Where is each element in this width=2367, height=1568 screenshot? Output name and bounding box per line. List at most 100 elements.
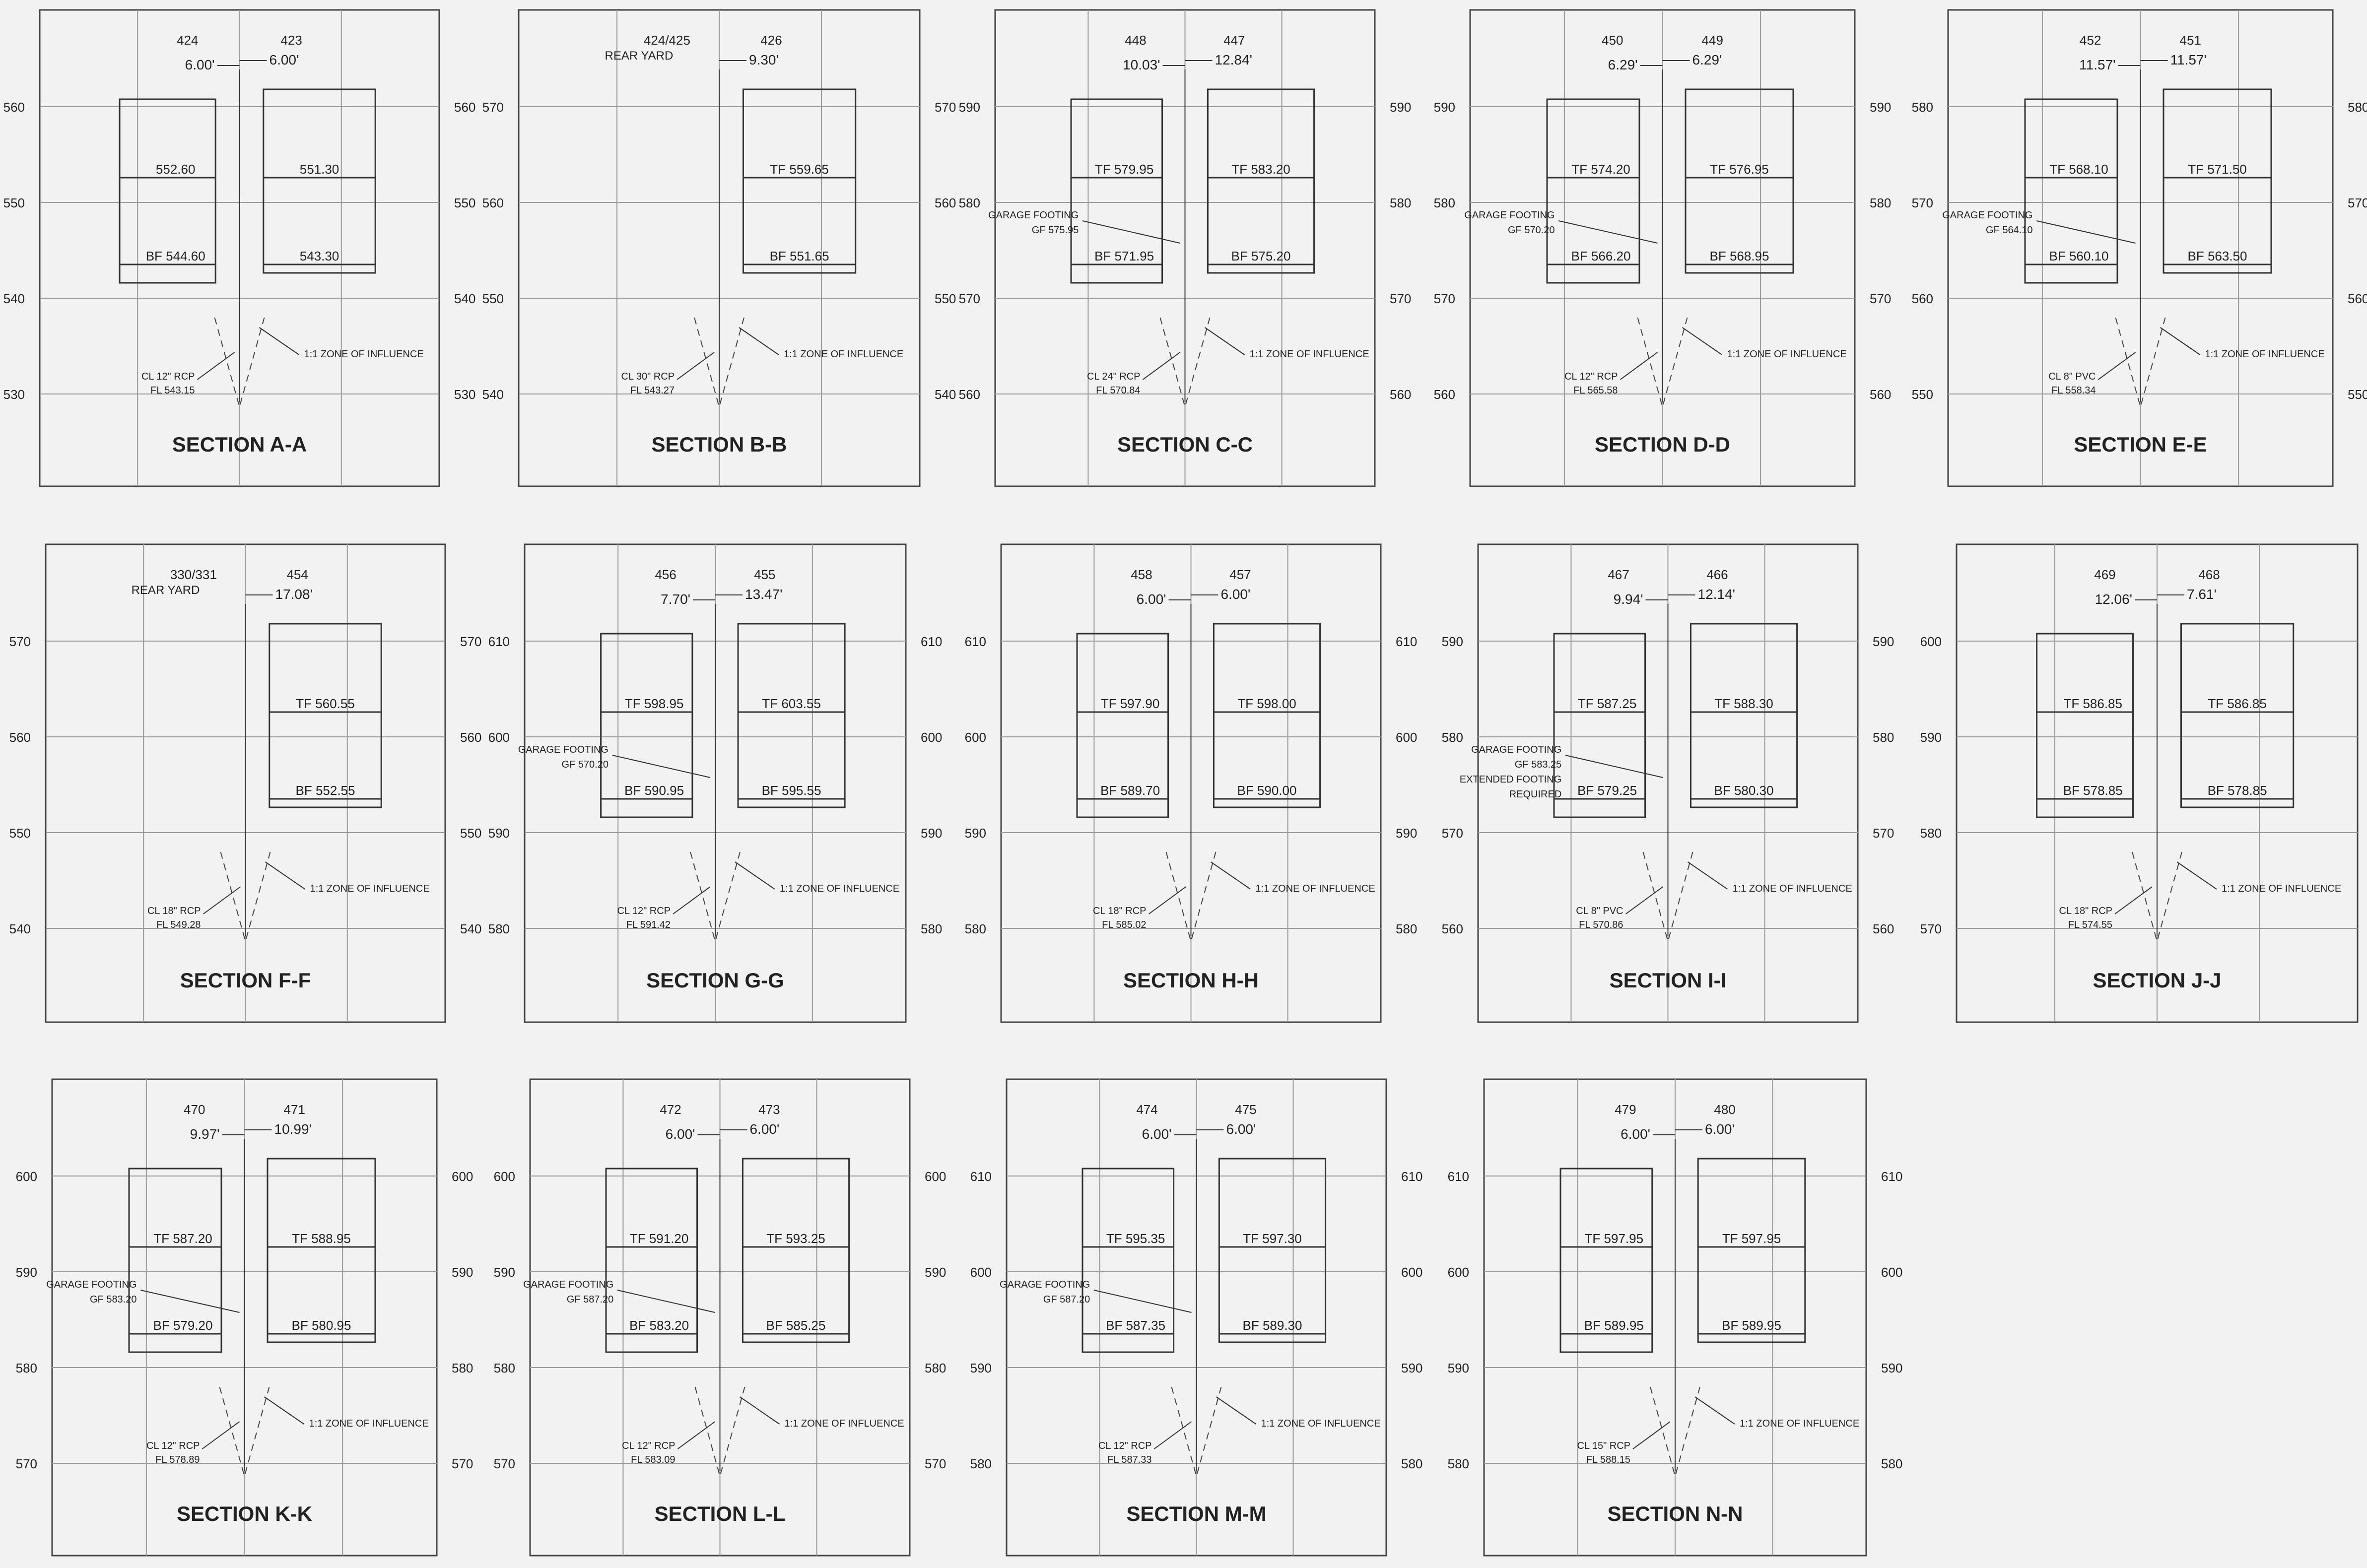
footing-elevation-label: TF 586.85 <box>2208 696 2267 711</box>
elevation-label-left: 610 <box>1448 1169 1469 1184</box>
elevation-label-right: 590 <box>921 826 942 841</box>
footing-elevation-label: TF 597.90 <box>1101 696 1160 711</box>
elevation-label-left: 570 <box>1920 921 1942 936</box>
house-pad-right <box>1685 88 1794 274</box>
elevation-label-right: 580 <box>1870 196 1891 210</box>
dimension-label: 12.06' <box>2095 591 2132 607</box>
flowline-callout: FL 591.42 <box>626 919 671 930</box>
garage-footing-note: GARAGE FOOTING <box>1464 210 1555 221</box>
elevation-label-right: 570 <box>452 1456 473 1471</box>
elevation-label-left: 610 <box>965 634 986 649</box>
elevation-label-left: 610 <box>970 1169 992 1184</box>
footing-elevation-label: BF 566.20 <box>1571 249 1631 263</box>
elevation-label-right: 560 <box>454 100 475 115</box>
elevation-label-left: 590 <box>488 826 510 841</box>
leader-line <box>265 861 306 890</box>
elevation-label-right: 570 <box>1870 291 1891 306</box>
footing-elevation-label: BF 590.95 <box>624 783 684 798</box>
elevation-label-left: 590 <box>959 100 980 115</box>
lot-number-right: 473 <box>758 1102 780 1117</box>
elevation-label-left: 570 <box>9 634 31 649</box>
leader-line <box>202 1421 240 1449</box>
zone-of-influence-note: 1:1 ZONE OF INFLUENCE <box>2205 349 2325 360</box>
lot-number-left: 450 <box>1602 33 1623 48</box>
lot-number-right: 468 <box>2198 567 2220 582</box>
dimension-label: 6.00' <box>1142 1126 1172 1142</box>
elevation-label-left: 600 <box>488 730 510 745</box>
elevation-label-right: 610 <box>1881 1169 1902 1184</box>
footing-elevation-label: BF 551.65 <box>770 249 829 263</box>
house-pad-right <box>742 1158 850 1343</box>
elevation-label-left: 550 <box>3 196 25 210</box>
leader-line <box>2097 352 2136 380</box>
house-pad-left <box>128 1168 222 1353</box>
dimension-label: 6.00' <box>185 57 215 72</box>
lot-number-right: 475 <box>1235 1102 1256 1117</box>
flowline-callout: FL 574.55 <box>2068 919 2112 930</box>
lot-number-right: 449 <box>1702 33 1723 48</box>
house-pad-left <box>1559 1168 1653 1353</box>
elevation-label-right: 560 <box>460 730 481 745</box>
elevation-label-left: 570 <box>482 100 504 115</box>
footing-elevation-label: TF 593.25 <box>766 1231 825 1246</box>
lot-number-right: 466 <box>1706 567 1728 582</box>
leader-line <box>1210 861 1251 890</box>
garage-footing-note: GARAGE FOOTING <box>1471 744 1561 755</box>
dimension-label: 12.84' <box>1215 52 1252 67</box>
lot-number-right: 451 <box>2180 33 2201 48</box>
house-pad-right <box>269 623 382 808</box>
house-pad-left <box>1546 98 1640 284</box>
leader-line <box>197 352 235 380</box>
flowline-callout: FL 565.58 <box>1573 385 1618 396</box>
leader-line <box>140 1290 240 1313</box>
footing-elevation-label: BF 579.25 <box>1577 783 1637 798</box>
section-title: SECTION G-G <box>646 969 784 992</box>
elevation-label-left: 580 <box>1442 730 1463 745</box>
footing-elevation-label: BF 580.30 <box>1714 783 1774 798</box>
elevation-label-left: 570 <box>1442 826 1463 841</box>
lot-number-left: 424/425 <box>644 33 690 48</box>
elevation-label-right: 590 <box>1390 100 1411 115</box>
lot-number-left: 470 <box>184 1102 205 1117</box>
elevation-label-left: 580 <box>1912 100 1933 115</box>
footing-elevation-label: BF 595.55 <box>762 783 821 798</box>
footing-elevation-label: BF 585.25 <box>766 1318 826 1333</box>
pipe-callout: CL 24" RCP <box>1087 371 1141 382</box>
zone-of-influence-note: 1:1 ZONE OF INFLUENCE <box>304 349 424 360</box>
pipe-callout: CL 12" RCP <box>1564 371 1618 382</box>
elevation-label-left: 570 <box>494 1456 515 1471</box>
dimension-label: 10.99' <box>274 1121 312 1137</box>
elevation-label-left: 540 <box>9 921 31 936</box>
house-pad-right <box>1697 1158 1806 1343</box>
pipe-callout: CL 8" PVC <box>1576 906 1623 916</box>
elevation-label-right: 600 <box>1396 730 1417 745</box>
footing-elevation-label: TF 588.30 <box>1714 696 1773 711</box>
flowline-callout: FL 570.86 <box>1579 919 1623 930</box>
leader-line <box>259 327 300 355</box>
house-pad-right <box>737 623 846 808</box>
lot-number-right: 457 <box>1229 567 1251 582</box>
garage-footing-note: GF 564.10 <box>1986 225 2033 236</box>
elevation-label-left: 590 <box>1434 100 1455 115</box>
footing-elevation-label: TF 598.00 <box>1237 696 1296 711</box>
elevation-label-right: 570 <box>460 634 481 649</box>
footing-elevation-label: BF 590.00 <box>1237 783 1297 798</box>
elevation-label-right: 560 <box>1870 387 1891 402</box>
pipe-callout: CL 18" RCP <box>2059 906 2112 916</box>
leader-line <box>735 861 775 890</box>
elevation-label-right: 600 <box>452 1169 473 1184</box>
elevation-label-left: 600 <box>970 1265 992 1280</box>
elevation-label-left: 590 <box>1920 730 1942 745</box>
pipe-callout: CL 12" RCP <box>146 1440 200 1451</box>
footing-elevation-label: TF 587.20 <box>153 1231 212 1246</box>
pipe-callout: CL 12" RCP <box>617 906 671 916</box>
leader-line <box>1632 1421 1671 1449</box>
leader-line <box>1216 1396 1257 1425</box>
lot-number-right: 471 <box>284 1102 305 1117</box>
garage-footing-note: GF 583.25 <box>1515 759 1562 770</box>
section-title: SECTION K-K <box>177 1502 312 1525</box>
section-title: SECTION B-B <box>652 433 787 456</box>
